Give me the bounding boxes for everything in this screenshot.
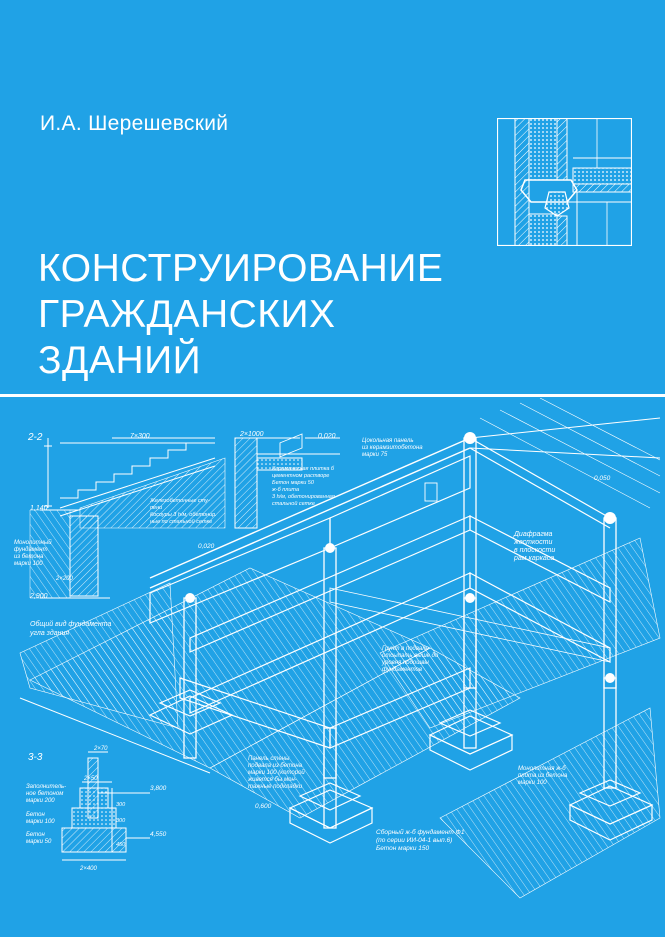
wall-label-4: живется бы мон- [247,777,297,783]
monolithic-label-1: Монолитный [14,539,52,546]
monolithic-label-3: из бетона [14,554,44,560]
tile-label-5: 3 h/м, обетонированная [272,494,335,500]
fill-label-3: марки 200 [26,798,55,804]
diaphragm-label-4: рам каркаса [513,555,554,562]
wall-label-5: тажные подкладки [248,784,303,790]
general-view-label-2: угла здания [29,629,69,637]
monolithic-label-4: марки 100 [14,561,43,567]
dim-300b: 300 [116,818,126,824]
diaphragm-label-1: Диафрагма [513,531,553,538]
concrete-b-label-2: марки 50 [26,839,52,845]
soil-label-2: отсыпать выше до [382,653,439,659]
stairs-label-1: Железобетонные сту- [149,498,210,504]
wall-joint-detail-drawing [497,118,632,246]
tile-label-2: цементном растворе [272,473,329,479]
plinth-panel-label-2: из керамзитобетона [362,445,423,451]
wall-label-3: марки 100 (которой [248,769,305,776]
book-title: КОНСТРУИРОВАНИЕ ГРАЖДАНСКИХ ЗДАНИЙ [38,246,443,384]
elev-3800: 3,800 [150,785,167,792]
precast-label-2: (по серии ИИ-04-1 вып.6) [376,837,452,844]
dim-2x200: 2×200 [55,576,74,582]
elev-0050: 0,050 [594,475,611,482]
diaphragm-label-2: жесткости [513,539,552,546]
wall-label-2: подвала из бетона [248,763,303,769]
fill-label-2: ное бетоном [26,791,63,797]
stairs-label-4: ные по стальной сетке [150,518,212,525]
diaphragm-label-3: в плоскости [514,547,555,554]
tile-label-4: ж-б плита [271,487,299,493]
plinth-panel-label-1: Цокольная панель [362,438,414,444]
concrete-b-label-1: Бетон [26,832,45,838]
tile-label-6: стальной сетке [272,500,315,507]
wall-label-1: Панель стены [248,756,290,762]
tile-label-3: Бетон марки 50 [272,480,315,486]
monolithic-label-2: фундамент [14,547,48,553]
title-line-2: ГРАЖДАНСКИХ [38,293,336,336]
soil-label-1: Грунт в подвале [382,646,430,652]
slab-label-2: плита из бетона [518,773,568,779]
concrete-a-label-1: Бетон [26,812,45,818]
author-name: И.А. Шерешевский [40,112,229,135]
slab-label-1: Монолитная ж-б [518,766,566,772]
elev-0020b: 0,020 [198,543,215,550]
precast-label-1: Сборный ж-б фундамент Ф1 [376,828,465,836]
foundation-frame-drawing: 2-2 3-3 7×300 2×1000 0,020 1,140 2,900 2… [14,398,661,899]
stairs-label-3: Косоуры 3 h/м, обетонир. [150,512,217,518]
dim-7x300: 7×300 [130,433,150,440]
dim-2x1000: 2×1000 [239,431,264,438]
elev-2900: 2,900 [29,593,48,600]
precast-label-3: Бетон марки 150 [376,845,430,852]
elev-0020: 0,020 [318,433,336,440]
general-view-label-1: Общий вид фундамента [30,620,112,628]
soil-label-4: фундаментов [382,667,422,673]
elev-1140: 1,140 [30,505,48,512]
section-2-2-label: 2-2 [27,432,43,443]
fill-label-1: Заполнитель- [26,784,66,790]
section-3-3-label: 3-3 [28,752,43,763]
title-line-1: КОНСТРУИРОВАНИЕ [38,247,444,290]
dim-2x400: 2×400 [79,866,98,872]
concrete-a-label-2: марки 100 [26,819,55,825]
dim-2x50: 2×50 [83,776,98,782]
soil-label-3: уровня подошвы [381,660,429,666]
slab-label-3: марки 100 [518,780,547,786]
divider-line [0,394,665,397]
tile-label-1: Керамическая плитка б [272,466,335,472]
title-line-3: ЗДАНИЙ [38,339,202,382]
dim-450: 450 [116,842,126,848]
plinth-panel-label-3: марки 75 [362,452,388,458]
dim-2x70: 2×70 [93,746,108,752]
elev-0600: 0,600 [255,803,272,810]
stairs-label-2: пени [150,505,162,511]
elev-4550: 4,550 [150,831,167,838]
dim-300: 300 [116,802,126,808]
